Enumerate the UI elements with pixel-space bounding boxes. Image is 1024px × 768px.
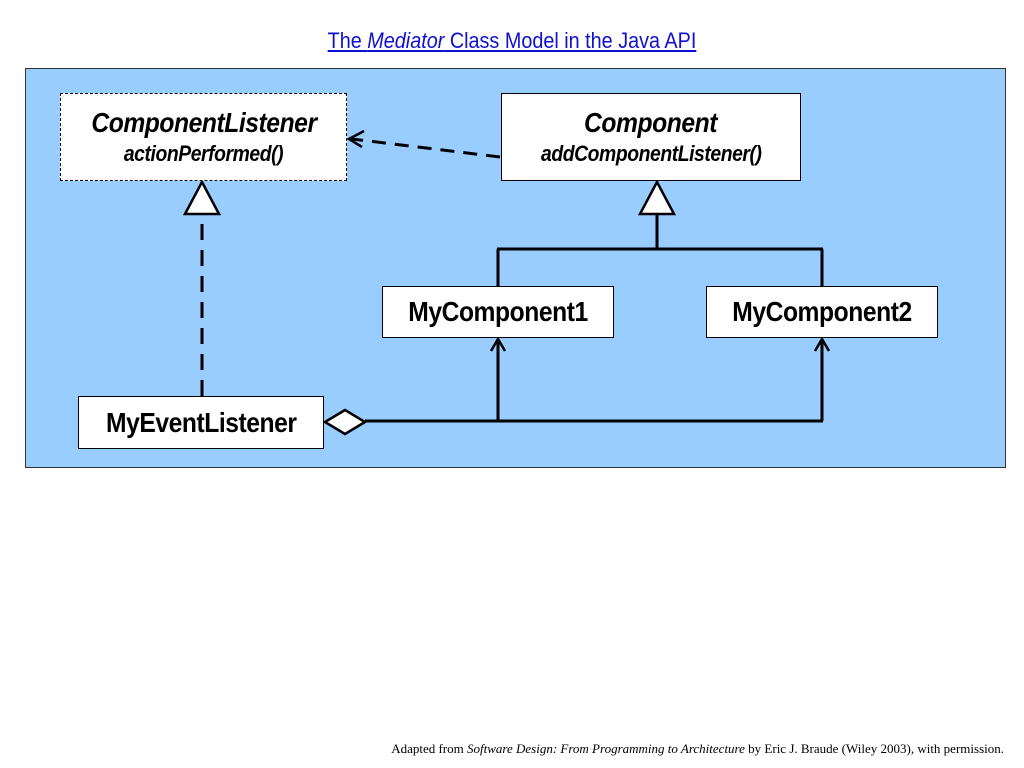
diagram-title: The Mediator Class Model in the Java API: [51, 28, 973, 54]
title-emphasis: Mediator: [367, 28, 445, 53]
component-name: Component: [584, 107, 718, 138]
component-listener-name: ComponentListener: [90, 107, 317, 138]
aggregation-arrowhead-1: [489, 336, 507, 352]
aggregation-diamond: [322, 408, 368, 436]
my-component-2-name: MyComponent2: [732, 296, 912, 327]
component-listener-operation: actionPerformed(): [123, 141, 284, 166]
component-class: Component addComponentListener(): [501, 93, 801, 181]
component-operation: addComponentListener(): [540, 141, 762, 166]
inheritance-triangle: [637, 179, 677, 216]
title-prefix: The: [327, 28, 368, 53]
attribution-footer: Adapted from Software Design: From Progr…: [391, 741, 1004, 757]
footer-suffix: by Eric J. Braude (Wiley 2003), with per…: [744, 741, 1004, 756]
title-suffix: Class Model in the Java API: [444, 28, 697, 53]
component-listener-class: ComponentListener actionPerformed(): [60, 93, 347, 181]
my-event-listener-name: MyEventListener: [105, 406, 297, 438]
dependency-line: [351, 137, 501, 159]
my-component-1-name: MyComponent1: [408, 296, 588, 327]
aggregation-arrowhead-2: [813, 336, 831, 352]
footer-prefix: Adapted from: [391, 741, 467, 756]
footer-book-title: Software Design: From Programming to Arc…: [467, 741, 745, 756]
dependency-arrowhead: [346, 129, 365, 149]
my-component-1-class: MyComponent1: [382, 286, 614, 338]
my-component-2-class: MyComponent2: [706, 286, 938, 338]
my-event-listener-class: MyEventListener: [78, 396, 324, 449]
realization-triangle: [182, 179, 222, 216]
